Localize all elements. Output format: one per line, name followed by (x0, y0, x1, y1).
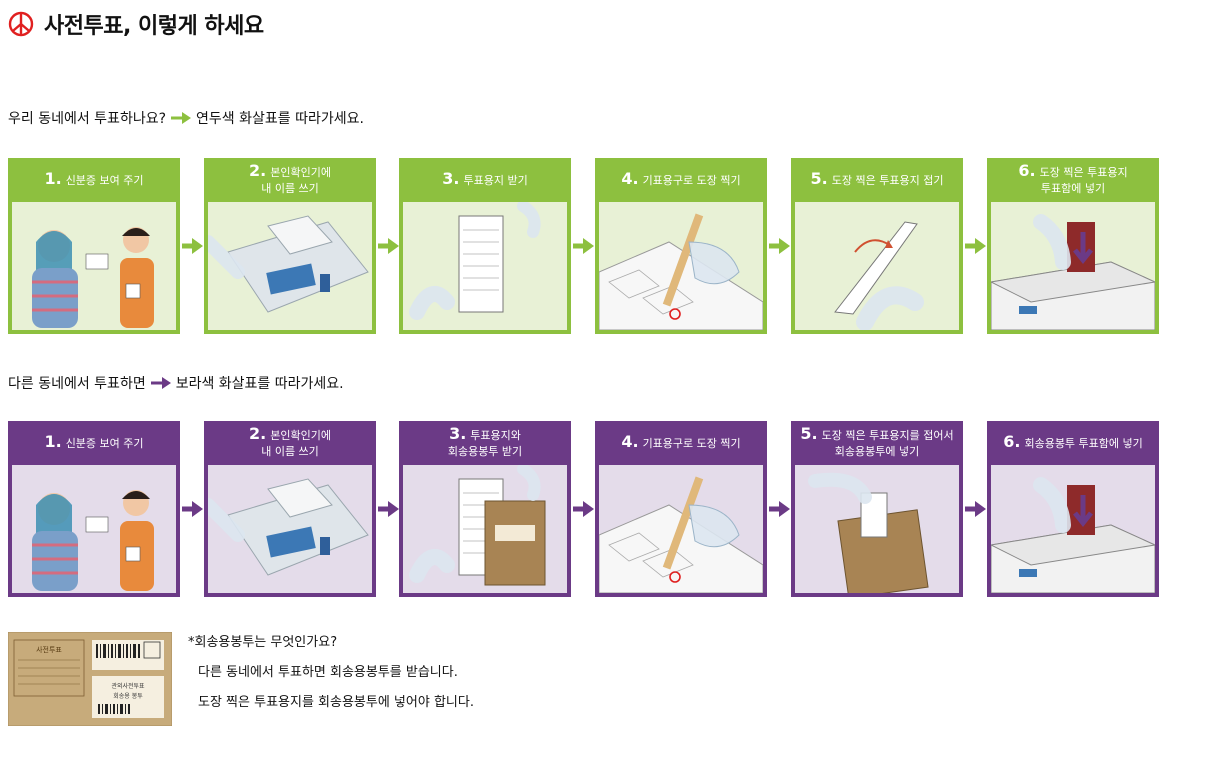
arrow-right-icon (378, 501, 399, 517)
step-number: 5. (810, 169, 828, 188)
local-step-1: 1.신분증 보여 주기 (8, 158, 180, 334)
step-illustration (208, 202, 372, 330)
step-label: 회송용봉투 투표함에 넣기 (1024, 437, 1143, 450)
step-label: 투표용지와 (470, 429, 521, 442)
envelope-heading: 사전투표 (36, 645, 62, 654)
vote-check-icon (8, 11, 34, 37)
local-step-3: 3.투표용지 받기 (399, 158, 571, 334)
step-illustration (795, 202, 959, 330)
local-desc-tail: 연두색 화살표를 따라가세요. (196, 111, 364, 127)
step-header: 4.기표용구로 도장 찍기 (595, 421, 767, 465)
envelope-line-1: 관외사전투표 (111, 682, 145, 690)
step-number: 4. (621, 432, 639, 451)
step-label: 신분증 보여 주기 (65, 437, 144, 450)
page-title: 사전투표, 이렇게 하세요 (44, 14, 264, 39)
arrow-right-icon (769, 501, 790, 517)
other-desc-tail: 보라색 화살표를 따라가세요. (175, 376, 344, 392)
arrow-right-icon (182, 501, 203, 517)
local-step-4: 4.기표용구로 도장 찍기 (595, 158, 767, 334)
step-number: 1. (44, 432, 62, 451)
return-envelope-info: *회송용봉투는 무엇인가요? 다른 동네에서 투표하면 회송용봉투를 받습니다.… (188, 628, 474, 718)
arrow-right-icon (573, 501, 594, 517)
page-header: 사전투표, 이렇게 하세요 (8, 8, 264, 40)
step-header: 3.투표용지 받기 (399, 158, 571, 202)
arrow-right-icon (573, 238, 594, 254)
other-step-6: 6.회송용봉투 투표함에 넣기 (987, 421, 1159, 597)
step-number: 6. (1003, 432, 1021, 451)
step-label: 도장 찍은 투표용지 접기 (831, 174, 944, 187)
step-label-line2: 내 이름 쓰기 (261, 182, 319, 195)
step-illustration (403, 465, 567, 593)
step-number: 1. (44, 169, 62, 188)
step-illustration (403, 202, 567, 330)
step-number: 3. (449, 424, 467, 443)
step-label-line2: 내 이름 쓰기 (261, 445, 319, 458)
step-illustration (599, 202, 763, 330)
info-question: *회송용봉투는 무엇인가요? (188, 635, 338, 650)
step-number: 6. (1018, 161, 1036, 180)
step-label: 도장 찍은 투표용지를 접어서 (821, 429, 954, 442)
step-label: 도장 찍은 투표용지 (1039, 166, 1128, 179)
step-label-line2: 회송용봉투 받기 (447, 445, 523, 458)
step-label-line2: 회송용봉투에 넣기 (834, 445, 920, 458)
step-header: 1.신분증 보여 주기 (8, 421, 180, 465)
other-desc-text: 다른 동네에서 투표하면 (8, 376, 146, 392)
arrow-right-icon (171, 112, 192, 124)
step-label: 기표용구로 도장 찍기 (642, 437, 741, 450)
step-illustration (12, 202, 176, 330)
step-illustration (12, 465, 176, 593)
step-header: 4.기표용구로 도장 찍기 (595, 158, 767, 202)
arrow-right-icon (769, 238, 790, 254)
info-answer-2: 도장 찍은 투표용지를 회송용봉투에 넣어야 합니다. (198, 695, 474, 710)
step-illustration (208, 465, 372, 593)
step-number: 3. (442, 169, 460, 188)
step-label: 본인확인기에 (270, 166, 331, 179)
other-step-1: 1.신분증 보여 주기 (8, 421, 180, 597)
step-illustration (599, 465, 763, 593)
step-number: 5. (800, 424, 818, 443)
info-answer-1: 다른 동네에서 투표하면 회송용봉투를 받습니다. (198, 665, 458, 680)
step-number: 4. (621, 169, 639, 188)
step-label: 투표용지 받기 (463, 174, 528, 187)
return-envelope-image: 사전투표 관외사전투표 회송용 봉투 (8, 632, 172, 726)
arrow-right-icon (182, 238, 203, 254)
other-step-4: 4.기표용구로 도장 찍기 (595, 421, 767, 597)
step-illustration (795, 465, 959, 593)
local-desc-text: 우리 동네에서 투표하나요? (8, 111, 167, 127)
step-label: 본인확인기에 (270, 429, 331, 442)
step-label: 기표용구로 도장 찍기 (642, 174, 741, 187)
step-label: 신분증 보여 주기 (65, 174, 144, 187)
arrow-right-icon (965, 501, 986, 517)
local-vote-desc: 우리 동네에서 투표하나요? 연두색 화살표를 따라가세요. (8, 108, 364, 128)
arrow-right-icon (378, 238, 399, 254)
step-number: 2. (249, 161, 267, 180)
step-number: 2. (249, 424, 267, 443)
step-illustration (991, 202, 1155, 330)
envelope-line-2: 회송용 봉투 (113, 692, 143, 700)
local-step-5: 5.도장 찍은 투표용지 접기 (791, 158, 963, 334)
step-label-line2: 투표함에 넣기 (1040, 182, 1106, 195)
arrow-right-icon (965, 238, 986, 254)
arrow-right-icon (150, 377, 171, 389)
other-vote-desc: 다른 동네에서 투표하면 보라색 화살표를 따라가세요. (8, 373, 344, 393)
step-header: 6.회송용봉투 투표함에 넣기 (987, 421, 1159, 465)
step-header: 5.도장 찍은 투표용지 접기 (791, 158, 963, 202)
step-header: 1.신분증 보여 주기 (8, 158, 180, 202)
step-illustration (991, 465, 1155, 593)
